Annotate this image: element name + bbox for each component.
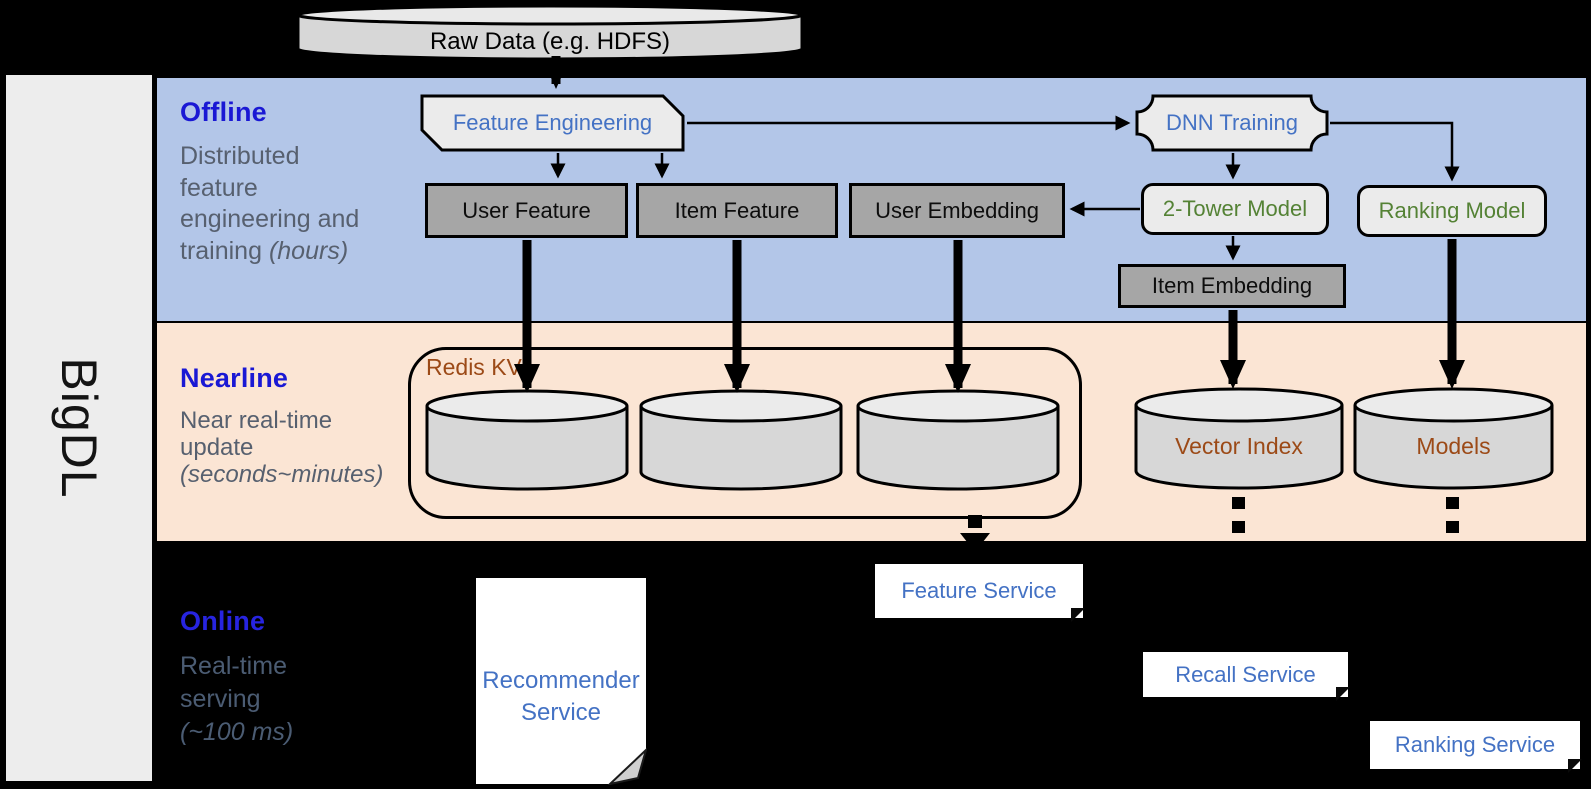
bigdl-brand-label: BigDL (51, 357, 107, 499)
dnn-training-node: DNN Training (1135, 94, 1329, 152)
recommender-service-label: Recommender Service (475, 665, 647, 729)
dnn-training-label: DNN Training (1165, 110, 1299, 135)
two-tower-model-label: 2-Tower Model (1162, 196, 1308, 221)
folded-corner-icon (1568, 759, 1582, 773)
recall-service-label: Recall Service (1175, 661, 1316, 687)
user-feature-label: User Feature (462, 197, 591, 223)
user-embedding-node: User Embedding (849, 183, 1065, 238)
desc-line: serving (180, 685, 261, 713)
ranking-model-label: Ranking Model (1378, 198, 1526, 223)
desc-line: Distributed (180, 142, 300, 170)
redis-kv-label: Redis KV (426, 354, 522, 380)
database-cylinder-icon (1134, 387, 1344, 490)
desc-line-normal: training (180, 236, 269, 265)
raw-data-cylinder: Raw Data (e.g. HDFS) (295, 4, 805, 62)
recall-service-node: Recall Service (1143, 652, 1350, 701)
item-embedding-label: Item Embedding (1151, 273, 1313, 298)
user-embedding-label: User Embedding (875, 197, 1039, 223)
ranking-service-node: Ranking Service (1370, 721, 1582, 773)
desc-line: feature (180, 173, 258, 202)
cylinder-shape-icon (296, 4, 804, 61)
models-cylinder: Models (1352, 386, 1555, 492)
feature-service-node: Feature Service (875, 564, 1085, 622)
database-cylinder-icon (1353, 387, 1554, 490)
ranking-model-node: Ranking Model (1357, 185, 1547, 237)
offline-description: Distributed feature engineering and trai… (180, 141, 359, 267)
online-description: Real-time serving (~100 ms) (180, 650, 293, 749)
ranking-service-label: Ranking Service (1394, 732, 1556, 757)
desc-line: Real-time (180, 652, 287, 680)
desc-line: engineering and (180, 205, 360, 233)
raw-data-label: Raw Data (e.g. HDFS) (429, 28, 671, 55)
feature-engineering-label: Feature Engineering (452, 110, 653, 135)
folded-corner-icon (1336, 687, 1350, 701)
user-feature-node: User Feature (425, 183, 628, 238)
recommender-service-document: Recommender Service (475, 577, 647, 785)
item-feature-label: Item Feature (674, 197, 800, 223)
redis-kv-container (408, 347, 1082, 519)
nearline-description: Near real-time update (seconds~minutes) (180, 407, 383, 488)
kv-store-cylinder-3 (855, 388, 1061, 492)
bigdl-sidebar: BigDL (6, 75, 152, 781)
plaque-shape-icon (1135, 94, 1329, 152)
models-label: Models (1416, 432, 1491, 459)
item-feature-node: Item Feature (636, 183, 838, 238)
desc-line-italic: (seconds~minutes) (180, 461, 384, 488)
feature-engineering-node: Feature Engineering (420, 94, 685, 152)
offline-title: Offline (180, 97, 267, 127)
desc-line-italic: (~100 ms) (180, 718, 294, 746)
database-cylinder-icon (856, 389, 1060, 491)
vector-index-cylinder: Vector Index (1133, 386, 1345, 492)
item-embedding-node: Item Embedding (1118, 264, 1346, 308)
kv-store-cylinder-2 (638, 388, 844, 492)
snip-corner-shape-icon (420, 94, 685, 152)
folded-corner-icon (1071, 608, 1085, 622)
database-cylinder-icon (639, 389, 843, 491)
desc-line: training (hours) (180, 236, 359, 268)
recommender-service-line1: Recommender (482, 667, 640, 694)
desc-line: Near real-time (180, 407, 333, 434)
kv-store-cylinder-1 (424, 388, 630, 492)
two-tower-model-node: 2-Tower Model (1141, 183, 1329, 235)
online-title: Online (180, 606, 266, 636)
database-cylinder-icon (425, 389, 629, 491)
folded-document-icon (476, 578, 647, 785)
feature-service-label: Feature Service (901, 578, 1057, 603)
nearline-title: Nearline (180, 363, 289, 393)
desc-line-italic: (hours) (268, 236, 349, 265)
vector-index-label: Vector Index (1175, 432, 1303, 459)
desc-line: update (180, 434, 254, 461)
recommender-service-line2: Service (520, 699, 602, 726)
